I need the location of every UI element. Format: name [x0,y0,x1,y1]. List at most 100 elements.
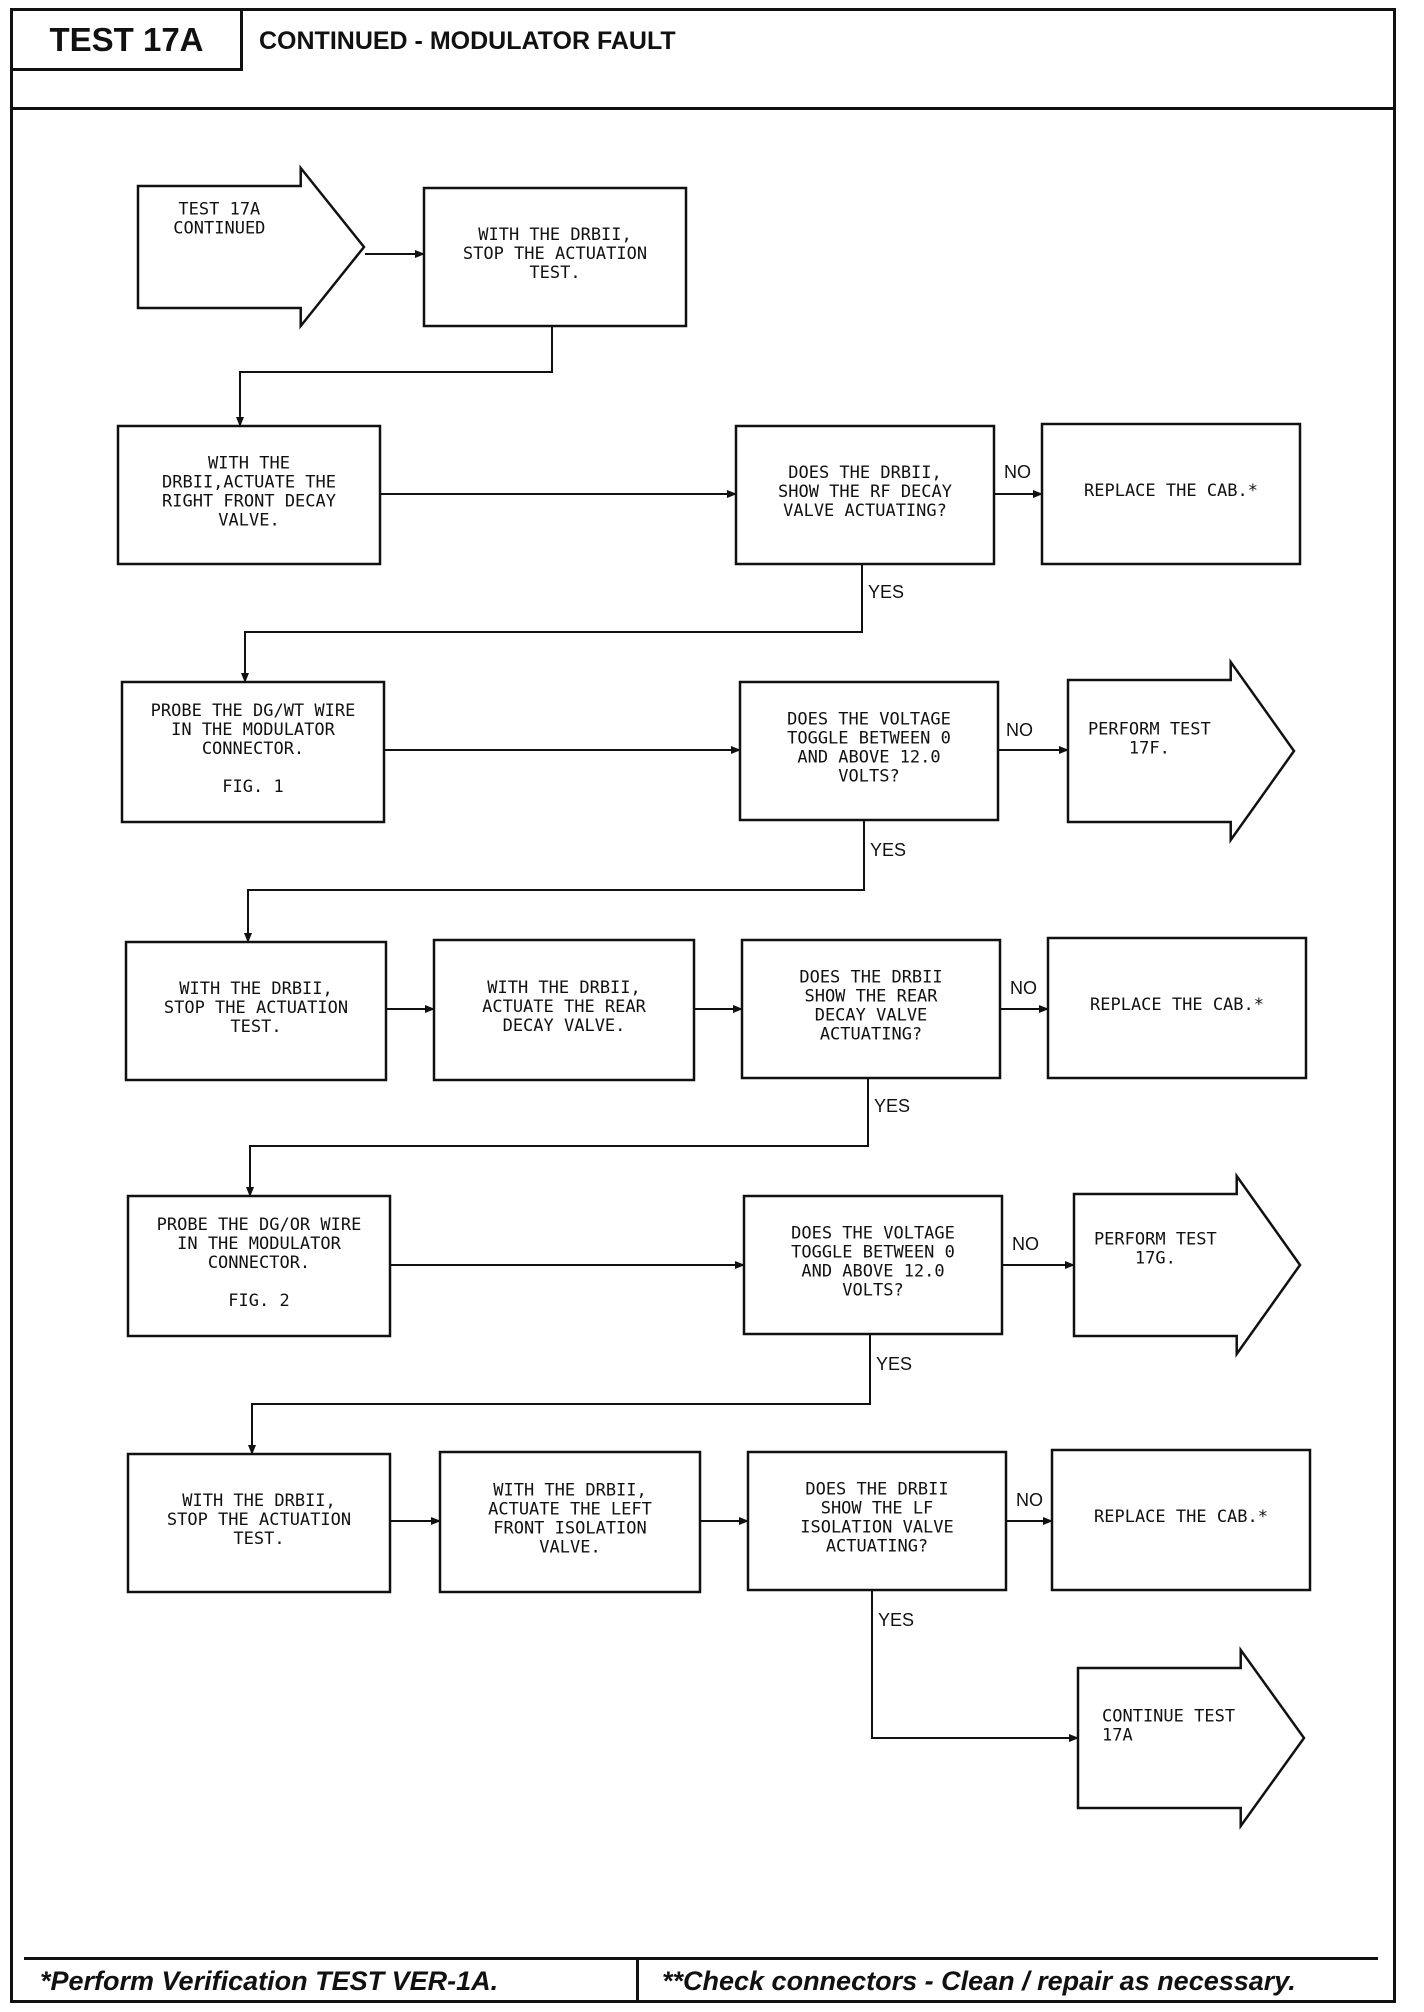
step-actuate-lf-isolation-line: WITH THE DRBII, [493,1481,647,1501]
decision-rear-decay-line: SHOW THE REAR [804,987,938,1007]
replace-cab-1-line: REPLACE THE CAB.* [1084,481,1258,501]
footer-note-connectors: **Check connectors - Clean / repair as n… [662,1965,1296,1996]
start-node-line: TEST 17A [178,200,260,220]
step-stop-actuation-1-line: TEST. [529,263,580,283]
decision-voltage-2-line: TOGGLE BETWEEN 0 [791,1243,955,1263]
page-header: TEST 17A CONTINUED - MODULATOR FAULT [13,11,1393,107]
step-stop-actuation-2-frame [124,940,388,1082]
label-yes-voltage1: YES [870,840,906,860]
step-stop-actuation-1-line: STOP THE ACTUATION [463,244,647,264]
step-probe-dgwt-line: PROBE THE DG/WT WIRE [151,701,356,721]
replace-cab-2-line: REPLACE THE CAB.* [1090,995,1264,1015]
continue-test-17a-shape [1076,1646,1306,1830]
step-probe-dgor-frame [126,1194,392,1338]
perform-test-17g-shape [1072,1172,1302,1358]
decision-rf-decay-line: VALVE ACTUATING? [783,501,947,521]
label-yes-voltage2: YES [876,1354,912,1374]
step-actuate-lf-isolation-line: FRONT ISOLATION [493,1519,647,1539]
replace-cab-3-line: REPLACE THE CAB.* [1094,1507,1268,1527]
perform-test-17f-line: PERFORM TEST [1088,720,1211,740]
decision-voltage-1-line: AND ABOVE 12.0 [797,748,940,768]
step-stop-actuation-1-frame [422,186,688,328]
step-probe-dgwt-line: CONNECTOR. [202,739,304,759]
decision-rf-decay-line: DOES THE DRBII, [788,463,942,483]
step-actuate-rear-decay-line: WITH THE DRBII, [487,978,641,998]
decision-voltage-2-line: DOES THE VOLTAGE [791,1224,955,1244]
decision-rear-decay-line: ACTUATING? [820,1025,922,1045]
step-actuate-lf-isolation-frame [438,1450,702,1594]
header-divider [13,107,1393,110]
perform-test-17f-line: 17F. [1129,739,1170,759]
step-actuate-rf-decay-line: VALVE. [218,511,279,531]
label-no-rear: NO [1010,978,1037,998]
decision-voltage-1-line: VOLTS? [838,767,899,787]
step-probe-dgor-line: FIG. 2 [228,1291,289,1311]
replace-cab-2-frame [1046,936,1308,1080]
step-actuate-lf-isolation-line: ACTUATE THE LEFT [488,1500,652,1520]
decision-lf-isolation-line: ACTUATING? [826,1537,928,1557]
decision-rear-decay-line: DOES THE DRBII [799,968,942,988]
page-footer: *Perform Verification TEST VER-1A. **Che… [24,1957,1378,2002]
connectors [236,250,1079,1742]
step-stop-actuation-3-frame [126,1452,392,1594]
replace-cab-3-frame [1050,1448,1312,1592]
page-title: CONTINUED - MODULATOR FAULT [259,26,676,55]
step-actuate-lf-isolation-line: VALVE. [539,1538,600,1558]
decision-voltage-2-line: AND ABOVE 12.0 [801,1262,944,1282]
arrow-rear-yes [246,1078,869,1197]
replace-cab-2: REPLACE THE CAB.* [1046,936,1308,1080]
decision-rear-decay-line: DECAY VALVE [815,1006,928,1026]
decision-rear-decay-frame [740,938,1002,1080]
footer-divider [24,1957,1378,1960]
step-stop-actuation-1-line: WITH THE DRBII, [478,225,632,245]
footer-note-verification: *Perform Verification TEST VER-1A. [40,1965,499,1996]
step-probe-dgor-line: PROBE THE DG/OR WIRE [157,1215,362,1235]
step-probe-dgwt-line: FIG. 1 [222,777,283,797]
decision-lf-isolation-line: ISOLATION VALVE [800,1518,954,1538]
arrow-voltage1-yes [244,820,865,943]
footer-separator [636,1960,639,2002]
decision-voltage-1-frame [738,680,1000,822]
perform-test-17f-shape [1066,658,1296,844]
continue-test-17a-line: CONTINUE TEST [1102,1707,1235,1727]
label-no-lf: NO [1016,1490,1043,1510]
step-actuate-rf-decay-line: WITH THE [208,454,290,474]
step-actuate-rear-decay-frame [432,938,696,1082]
label-no-voltage1: NO [1006,720,1033,740]
step-probe-dgwt-frame [120,680,386,824]
step-stop-actuation-2-line: STOP THE ACTUATION [164,998,348,1018]
label-yes-rf: YES [868,582,904,602]
label-no-voltage2: NO [1012,1234,1039,1254]
decision-lf-isolation-line: SHOW THE LF [821,1499,934,1519]
decision-rf-decay-line: SHOW THE RF DECAY [778,482,952,502]
decision-voltage-1-line: DOES THE VOLTAGE [787,710,951,730]
arrow-rf-yes [241,564,863,683]
step-actuate-rf-decay-line: DRBII,ACTUATE THE [162,473,336,493]
arrow-stop1-to-actuate-rf [236,326,553,427]
start-node-shape [136,164,366,330]
step-actuate-rf-decay-line: RIGHT FRONT DECAY [162,492,336,512]
label-yes-lf: YES [878,1610,914,1630]
step-actuate-rf-decay-frame [116,424,382,566]
step-stop-actuation-2-line: WITH THE DRBII, [179,979,333,999]
perform-test-17g-line: PERFORM TEST [1094,1230,1217,1250]
step-stop-actuation-2-line: TEST. [230,1017,281,1037]
decision-voltage-2-frame [742,1194,1004,1336]
perform-test-17g-line: 17G. [1135,1249,1176,1269]
